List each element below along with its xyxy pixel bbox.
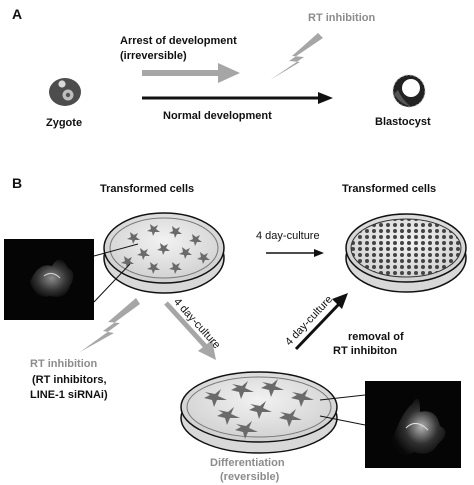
lightning-icon	[80, 298, 140, 352]
rt-inhibiton-label: RT inhibiton	[333, 345, 398, 357]
connector-line	[319, 394, 366, 401]
petri-dish-right	[345, 213, 467, 293]
removal-label: removal of	[348, 331, 404, 343]
arrest-sublabel: (irreversible)	[120, 50, 187, 62]
panel-a-letter: A	[12, 6, 23, 22]
normal-development-label: Normal development	[163, 110, 272, 122]
rt-inhibitors-label: (RT inhibitors,	[32, 374, 107, 386]
culture-right-label: 4 day-culture	[256, 230, 320, 242]
differentiation-label: Differentiation	[210, 457, 285, 469]
micrograph-transformed-cell	[4, 239, 94, 320]
blastocyst-label: Blastocyst	[375, 116, 431, 128]
culture-arrow-down	[164, 301, 216, 360]
connector-line	[93, 263, 131, 303]
reversible-label: (reversible)	[220, 471, 280, 483]
arrest-label: Arrest of development	[120, 35, 237, 47]
culture-arrow-right	[266, 249, 324, 257]
blastocyst-icon	[392, 74, 426, 108]
differentiated-cells	[204, 379, 314, 439]
connector-line	[93, 243, 139, 257]
transformed-cells-left-label: Transformed cells	[100, 183, 195, 195]
lightning-icon	[270, 33, 323, 80]
arrest-arrow	[142, 63, 240, 83]
zygote-label: Zygote	[46, 117, 83, 129]
panel-b-letter: B	[12, 175, 23, 191]
normal-development-arrow	[142, 92, 333, 104]
rt-inhibition-label-a: RT inhibition	[308, 12, 376, 24]
removal-arrow-up	[294, 293, 348, 351]
star-cells	[121, 224, 210, 274]
transformed-cells-right-label: Transformed cells	[342, 183, 437, 195]
connector-line	[319, 415, 366, 426]
rt-inhibition-label-b: RT inhibition	[30, 358, 98, 370]
line1-sirna-label: LINE-1 siRNAi)	[30, 389, 108, 401]
zygote-icon	[49, 78, 81, 106]
micrograph-differentiated-cell	[365, 381, 461, 468]
